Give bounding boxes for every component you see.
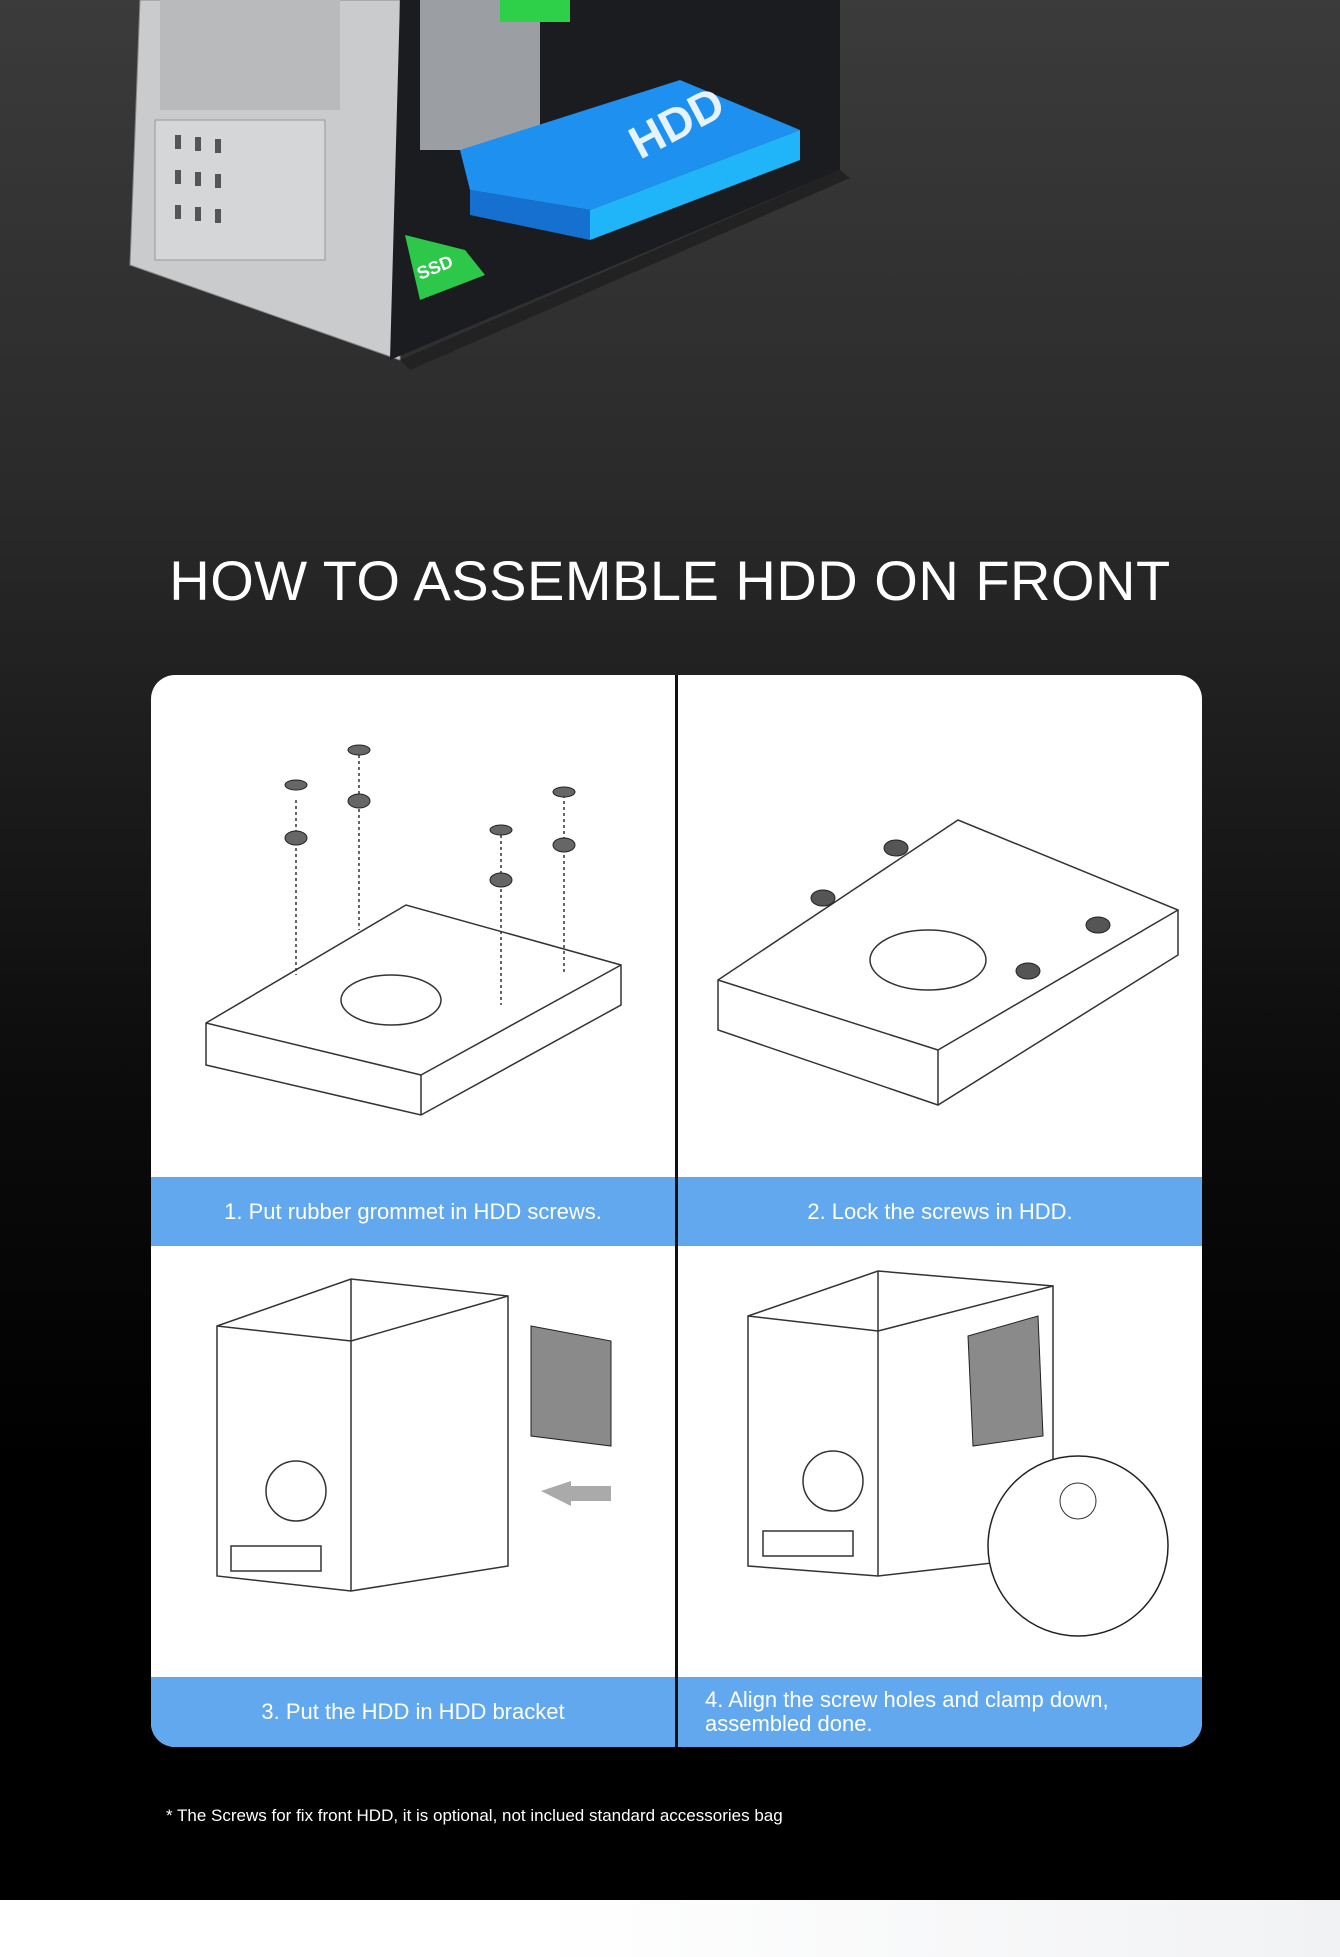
pc-case-illustration: HDD SSD <box>129 0 850 370</box>
page-title: HOW TO ASSEMBLE HDD ON FRONT <box>169 549 1171 612</box>
hdd-grommet-diagram <box>205 744 622 1116</box>
step-2: 2. Lock the screws in HDD. <box>678 675 1202 1246</box>
step-2-caption: 2. Lock the screws in HDD. <box>678 1177 1202 1246</box>
hero-case-render: HDD SSD <box>120 0 860 370</box>
step-3: 3. Put the HDD in HDD bracket <box>151 1246 675 1747</box>
page-bottom-strip <box>0 1900 1340 1957</box>
step-4-caption: 4. Align the screw holes and clamp down,… <box>678 1677 1202 1747</box>
step-1-caption: 1. Put rubber grommet in HDD screws. <box>151 1177 675 1246</box>
step-3-illustration <box>151 1246 675 1677</box>
step-4-illustration <box>678 1246 1202 1677</box>
detail-zoom-circle <box>987 1455 1169 1637</box>
hdd-screws-locked-diagram <box>717 819 1179 1106</box>
case-insert-hdd-diagram <box>216 1278 612 1592</box>
step-2-illustration <box>678 675 1202 1177</box>
step-1: 1. Put rubber grommet in HDD screws. <box>151 675 675 1246</box>
footnote: * The Screws for fix front HDD, it is op… <box>166 1806 783 1825</box>
step-4: 4. Align the screw holes and clamp down,… <box>678 1246 1202 1747</box>
assembly-steps-card: 1. Put rubber grommet in HDD screws. 2. … <box>151 675 1202 1747</box>
step-1-illustration <box>151 675 675 1177</box>
step-3-caption: 3. Put the HDD in HDD bracket <box>151 1677 675 1747</box>
case-hdd-clamped-diagram <box>747 1270 1169 1637</box>
arrow-left-icon <box>541 1481 611 1506</box>
column-divider <box>675 675 678 1747</box>
